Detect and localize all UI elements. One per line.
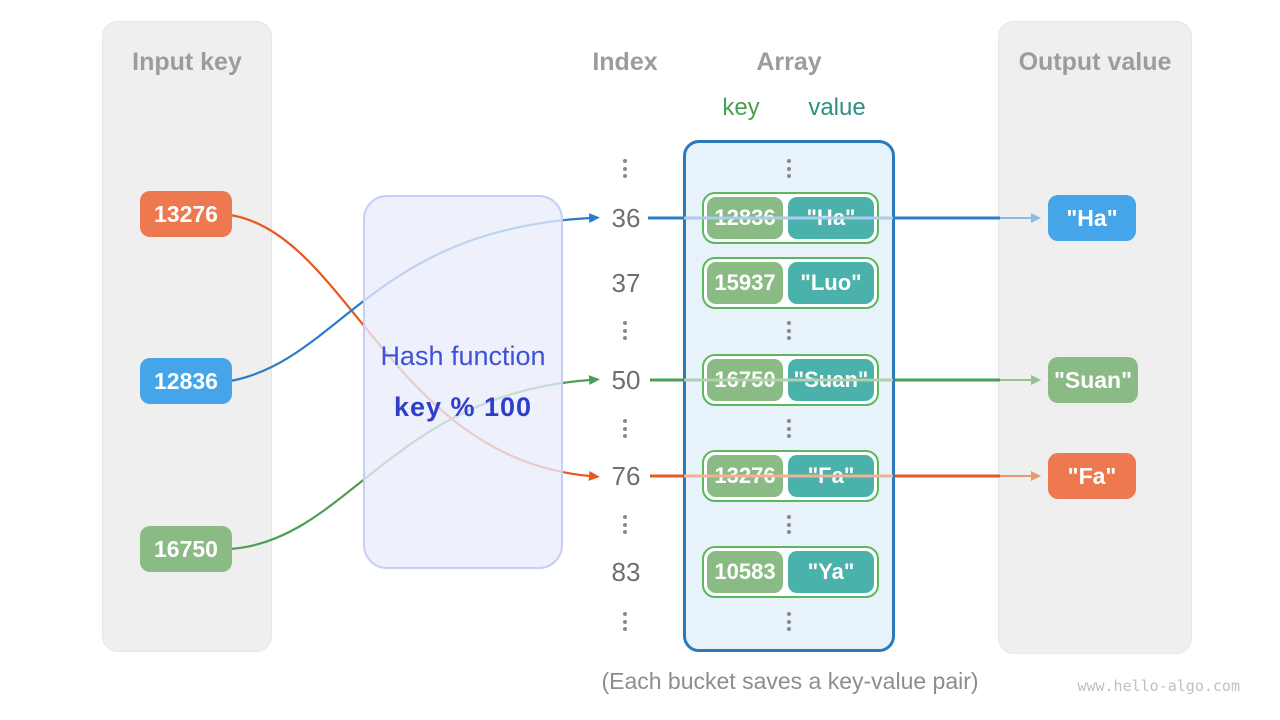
array-ellipsis-icon bbox=[786, 321, 792, 340]
bucket-key: 10583 bbox=[707, 551, 783, 593]
watermark: www.hello-algo.com bbox=[1077, 677, 1240, 695]
bucket-value: "Ha" bbox=[788, 197, 874, 239]
index-83: 83 bbox=[611, 557, 641, 587]
index-ellipsis-icon bbox=[622, 159, 628, 178]
array-ellipsis-icon bbox=[786, 159, 792, 178]
bucket-value: "Luo" bbox=[788, 262, 874, 304]
index-50: 50 bbox=[611, 365, 641, 395]
array-ellipsis-icon bbox=[786, 419, 792, 438]
array-ellipsis-icon bbox=[786, 515, 792, 534]
value-column-label: value bbox=[808, 94, 866, 121]
bucket-value: "Ya" bbox=[788, 551, 874, 593]
index-37: 37 bbox=[611, 268, 641, 298]
index-36: 36 bbox=[611, 203, 641, 233]
bucket-key: 12836 bbox=[707, 197, 783, 239]
bucket-12836-ha: 12836 "Ha" bbox=[702, 192, 879, 244]
bucket-16750-suan: 16750 "Suan" bbox=[702, 354, 879, 406]
index-ellipsis-icon bbox=[622, 612, 628, 631]
bucket-15937-luo: 15937 "Luo" bbox=[702, 257, 879, 309]
index-ellipsis-icon bbox=[622, 419, 628, 438]
input-key-13276: 13276 bbox=[140, 191, 232, 237]
array-ellipsis-icon bbox=[786, 612, 792, 631]
bucket-key: 15937 bbox=[707, 262, 783, 304]
input-key-title: Input key bbox=[132, 48, 242, 76]
bucket-key: 16750 bbox=[707, 359, 783, 401]
output-value-suan: "Suan" bbox=[1048, 357, 1138, 403]
index-ellipsis-icon bbox=[622, 321, 628, 340]
output-value-title: Output value bbox=[1018, 48, 1172, 76]
bucket-value: "Fa" bbox=[788, 455, 874, 497]
output-value-fa: "Fa" bbox=[1048, 453, 1136, 499]
hash-function-label: Hash function bbox=[380, 341, 546, 371]
diagram-caption: (Each bucket saves a key-value pair) bbox=[601, 668, 979, 694]
array-header: Array bbox=[756, 48, 822, 76]
input-key-12836: 12836 bbox=[140, 358, 232, 404]
output-value-ha: "Ha" bbox=[1048, 195, 1136, 241]
key-column-label: key bbox=[722, 94, 760, 121]
bucket-13276-fa: 13276 "Fa" bbox=[702, 450, 879, 502]
input-key-16750: 16750 bbox=[140, 526, 232, 572]
output-value-panel: Output value bbox=[998, 21, 1192, 654]
bucket-key: 13276 bbox=[707, 455, 783, 497]
index-header: Index bbox=[592, 48, 658, 76]
index-76: 76 bbox=[611, 461, 641, 491]
hash-function-formula: key % 100 bbox=[393, 392, 533, 422]
hash-function-box: Hash function key % 100 bbox=[363, 195, 563, 569]
bucket-value: "Suan" bbox=[788, 359, 874, 401]
index-ellipsis-icon bbox=[622, 515, 628, 534]
bucket-10583-ya: 10583 "Ya" bbox=[702, 546, 879, 598]
